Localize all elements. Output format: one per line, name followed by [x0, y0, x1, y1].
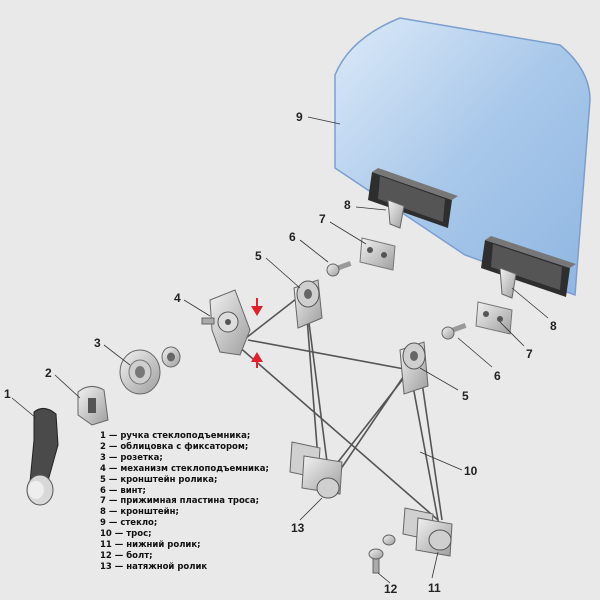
- legend-item: 2 — облицовка с фиксатором;: [100, 441, 249, 452]
- callout-5-lower: 5: [462, 389, 469, 403]
- callout-8-upper: 8: [344, 198, 351, 212]
- legend-item: 3 — розетка;: [100, 452, 163, 463]
- callout-7-upper: 7: [319, 212, 326, 226]
- washer: [161, 346, 181, 368]
- callout-9: 9: [296, 110, 303, 124]
- pressure-plate-upper: [359, 237, 396, 271]
- legend-item: 12 — болт;: [100, 550, 153, 561]
- leader-lines: [11, 116, 549, 584]
- legend-item: 5 — кронштейн ролика;: [100, 474, 218, 485]
- legend-item: 9 — стекло;: [100, 518, 158, 529]
- callout-10: 10: [464, 464, 478, 478]
- arrow-up-icon: [251, 352, 263, 368]
- window-handle: [26, 408, 59, 506]
- callout-1: 1: [4, 387, 11, 401]
- legend-item: 10 — трос;: [100, 529, 152, 540]
- callout-12: 12: [384, 582, 398, 596]
- tension-roller: [289, 441, 343, 499]
- callout-6-lower: 6: [494, 369, 501, 383]
- legend-item: 13 — натяжной ролик: [100, 561, 208, 572]
- callout-3: 3: [94, 336, 101, 350]
- roller-bracket-lower: [399, 341, 429, 395]
- glass-pane: [334, 17, 591, 297]
- arrow-down-icon: [251, 298, 263, 316]
- legend-item: 7 — прижимная пластина троса;: [100, 496, 259, 507]
- legend-item: 1 — ручка стеклоподъемника;: [100, 431, 251, 441]
- glass-bracket-upper: [368, 168, 458, 229]
- callout-8-lower: 8: [550, 319, 557, 333]
- lower-roller: [402, 507, 453, 557]
- parts-legend: 1 — ручка стеклоподъемника; 2 — облицовк…: [100, 431, 340, 573]
- glass-bracket-lower: [481, 236, 576, 299]
- legend-item: 11 — нижний ролик;: [100, 540, 201, 551]
- callout-13: 13: [291, 521, 305, 535]
- nut: [382, 534, 396, 546]
- regulator-mechanism: [201, 289, 251, 356]
- callout-4: 4: [174, 291, 181, 305]
- screw-upper: [326, 261, 352, 277]
- screw-lower: [441, 323, 467, 340]
- trim-with-latch: [77, 386, 109, 426]
- callout-6-upper: 6: [289, 230, 296, 244]
- callout-2: 2: [45, 366, 52, 380]
- legend-item: 6 — винт;: [100, 485, 146, 496]
- roller-bracket-upper: [293, 279, 323, 329]
- legend-item: 8 — кронштейн;: [100, 507, 179, 518]
- bolt: [368, 548, 384, 574]
- rosette: [119, 349, 161, 395]
- legend-item: 4 — механизм стеклоподъемника;: [100, 463, 269, 474]
- callout-11: 11: [428, 581, 441, 595]
- callout-5-upper: 5: [255, 249, 262, 263]
- callout-7-lower: 7: [526, 347, 533, 361]
- pressure-plate-lower: [475, 301, 513, 335]
